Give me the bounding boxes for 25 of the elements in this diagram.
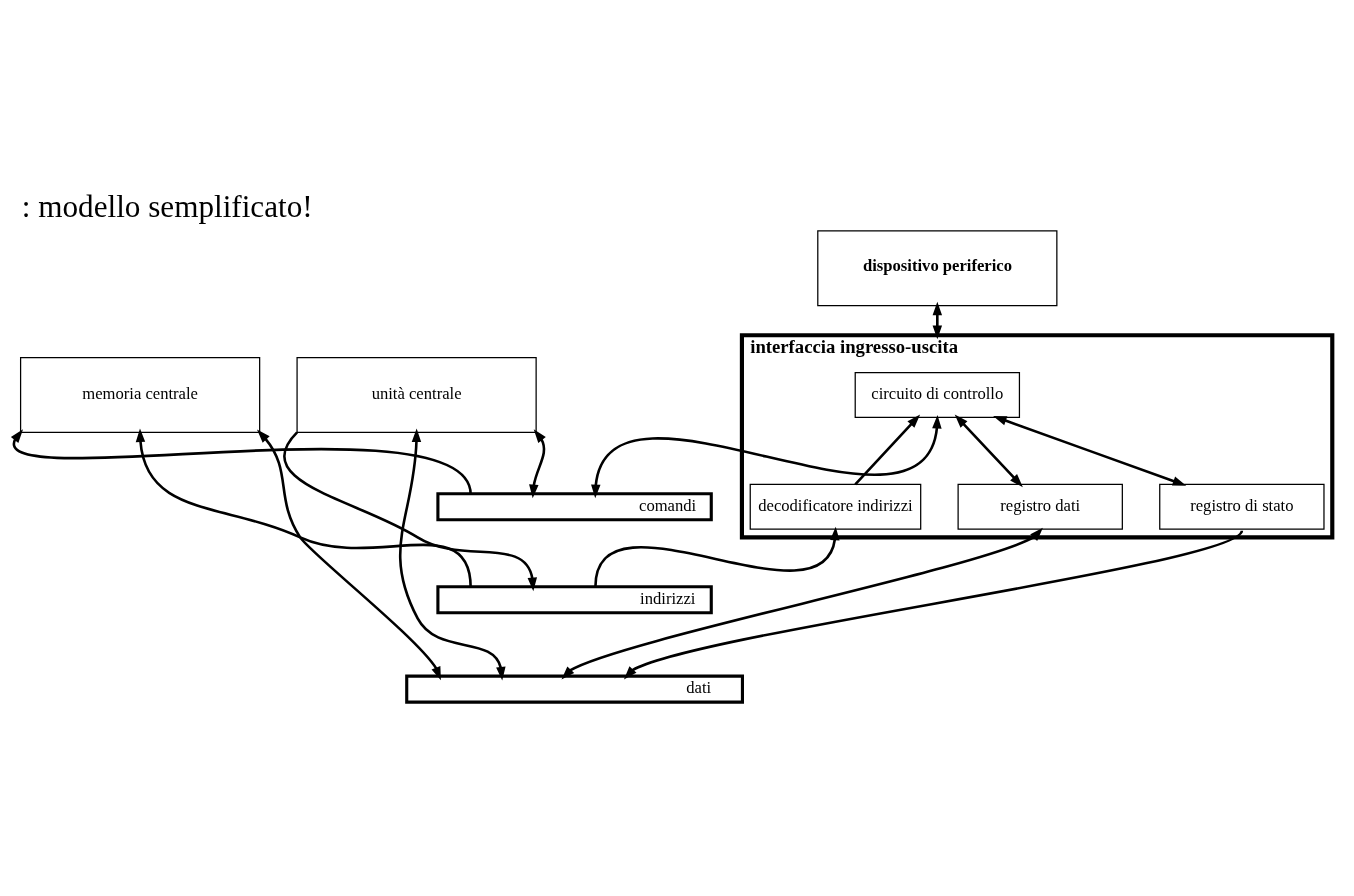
arrow [257,429,441,681]
node-box: circuito di controllo [854,372,1021,418]
arrow [135,428,472,588]
node-box: dati [405,674,744,704]
arrow [993,416,1187,486]
node-box: indirizzi [436,585,713,615]
node-box: comandi [436,492,713,522]
arrow [283,431,538,592]
arrow [623,529,1243,680]
arrow [594,526,840,588]
arrow [561,527,1043,680]
arrow [529,429,546,499]
diagram-title: : modello semplificato! [21,189,313,225]
arrow [954,414,1023,488]
node-box: unità centrale [296,356,537,434]
node-box: dispositivo periferico [817,230,1058,307]
node-box: memoria centrale [19,356,261,434]
arrow [932,301,943,340]
node-box: registro dati [957,483,1123,530]
arrow [399,428,506,681]
arrow [10,429,472,495]
arrow [854,414,921,486]
node-box: decodificatore indirizzi [749,483,922,530]
node-box: registro di stato [1159,483,1325,530]
arrow [591,414,942,499]
